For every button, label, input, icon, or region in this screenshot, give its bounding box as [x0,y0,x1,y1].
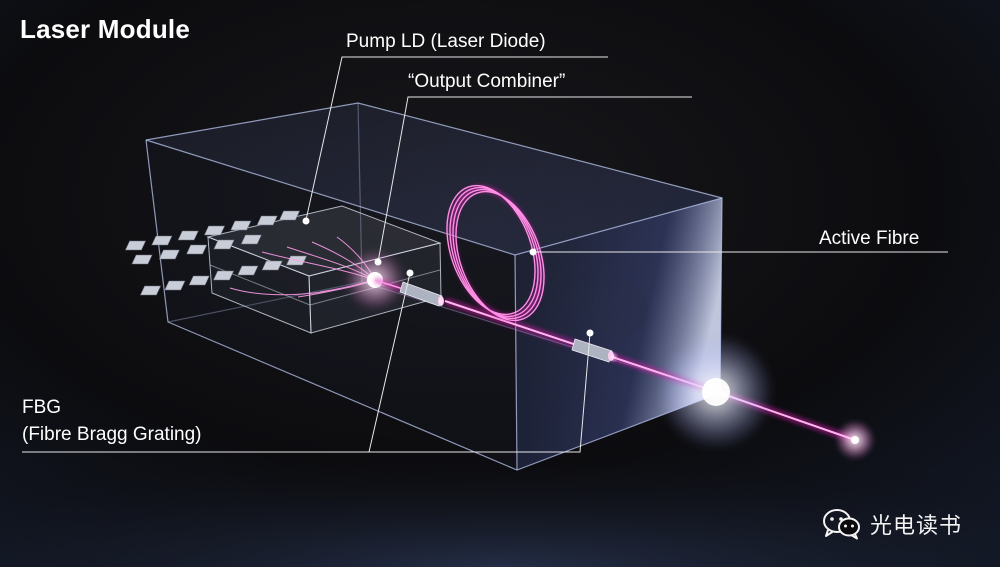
dot-pump-ld [302,217,310,225]
leader-pump-ld [305,56,608,221]
leader-fbg [22,332,591,453]
enclosure-edges-back [145,102,723,199]
leader-output-combiner [377,96,692,263]
enclosure-edge-back-bottom-left [167,281,363,323]
label-active-fibre: Active Fibre [819,228,920,249]
dot-active-fibre [529,248,537,256]
label-output-combiner: “Output Combiner” [408,71,566,92]
fbg-grating-2 [571,338,619,363]
dot-output-combiner [374,258,382,266]
active-fibre-coil [446,184,545,322]
label-fbg: FBG [22,397,62,418]
enclosure-top-face [146,103,722,255]
callout-leaders [22,56,948,453]
wechat-icon [823,509,860,540]
dot-fbg-1 [406,269,414,277]
pump-diode-chips-upper [124,210,301,265]
callout-dots [302,217,594,337]
label-pump-ld: Pump LD (Laser Diode) [346,31,546,52]
pump-diode-chips-lower [139,255,308,296]
leader-fbg-second [368,272,411,453]
background-floor-glow [0,420,1000,567]
beam-exit-glow [592,282,774,450]
label-fbg-full-name: (Fibre Bragg Grating) [22,424,202,445]
dot-fbg-2 [586,329,594,337]
fbg-grating-1 [399,281,444,307]
enclosure-edge-front-vertical [514,254,518,471]
enclosure-edge-back-vertical [357,102,363,283]
diagram-title: Laser Module [20,14,190,44]
beam-output-point [835,420,875,460]
watermark-text: 光电读书 [870,513,963,538]
watermark: 光电读书 [822,508,962,540]
